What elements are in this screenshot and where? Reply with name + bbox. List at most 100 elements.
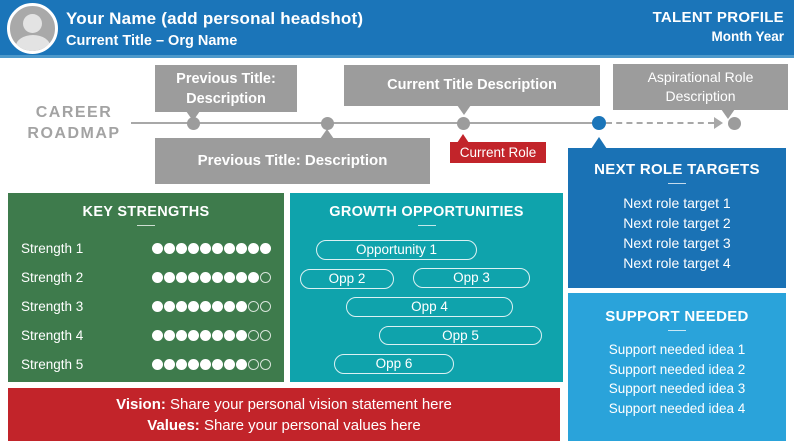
person-icon-shoulders bbox=[15, 35, 50, 51]
rating-dot-filled bbox=[236, 301, 247, 312]
timeline-dashed-line bbox=[606, 122, 714, 124]
rating-dot-filled bbox=[224, 243, 235, 254]
rating-dot-filled bbox=[200, 272, 211, 283]
rating-dot-filled bbox=[224, 272, 235, 283]
rating-dot-empty bbox=[260, 272, 271, 283]
roadmap-box-aspirational-role: Aspirational Role Description bbox=[613, 64, 788, 119]
rating-dot-empty bbox=[248, 301, 259, 312]
list-item: Next role target 4 bbox=[623, 255, 731, 271]
roadmap-box-current-title: Current Title Description bbox=[344, 65, 600, 115]
key-strengths-title: KEY STRENGTHS bbox=[82, 204, 210, 220]
opportunity-pill: Opp 2 bbox=[300, 269, 394, 289]
timeline-dot-current bbox=[457, 117, 470, 130]
support-needed-title: SUPPORT NEEDED bbox=[605, 308, 749, 325]
list-item: Next role target 3 bbox=[623, 235, 731, 251]
list-item: Support needed idea 2 bbox=[608, 361, 746, 377]
header-bar: Your Name (add personal headshot) Curren… bbox=[0, 0, 794, 58]
rating-dot-filled bbox=[224, 301, 235, 312]
rating-dot-filled bbox=[176, 301, 187, 312]
vision-values-bar: Vision: Share your personal vision state… bbox=[8, 388, 560, 441]
timeline-dot-2 bbox=[321, 117, 334, 130]
timeline-arrow-icon bbox=[714, 117, 723, 129]
next-role-list: Next role target 1 Next role target 2 Next… bbox=[568, 193, 786, 273]
pointer-up bbox=[591, 137, 607, 149]
roadmap-box-previous-title-bottom: Previous Title: Description bbox=[155, 129, 430, 184]
timeline-line bbox=[131, 122, 599, 124]
rating-dot-empty bbox=[248, 330, 259, 341]
timeline-dot-aspirational bbox=[728, 117, 741, 130]
timeline-dot-next bbox=[592, 116, 606, 130]
rating-dot-filled bbox=[212, 330, 223, 341]
pointer-down bbox=[457, 105, 471, 115]
opportunity-pill: Opp 4 bbox=[346, 297, 513, 317]
rating-dot-filled bbox=[224, 330, 235, 341]
pointer-up bbox=[457, 134, 469, 143]
rating-dot-filled bbox=[164, 243, 175, 254]
rating-dot-filled bbox=[212, 243, 223, 254]
rating-dot-filled bbox=[200, 330, 211, 341]
rating-dot-filled bbox=[248, 243, 259, 254]
avatar bbox=[7, 3, 58, 54]
vision-line: Vision: Share your personal vision state… bbox=[116, 396, 452, 413]
title-underline bbox=[137, 225, 155, 226]
next-role-targets-title: NEXT ROLE TARGETS bbox=[594, 161, 760, 178]
title-underline bbox=[668, 330, 686, 331]
strength-label: Strength 2 bbox=[21, 270, 84, 285]
title-underline bbox=[668, 183, 686, 184]
rating-dot-filled bbox=[152, 330, 163, 341]
profile-title-org: Current Title – Org Name bbox=[66, 33, 238, 49]
growth-opportunities-title: GROWTH OPPORTUNITIES bbox=[329, 204, 524, 220]
list-item: Next role target 2 bbox=[623, 215, 731, 231]
rating-dot-filled bbox=[152, 301, 163, 312]
strength-label: Strength 3 bbox=[21, 299, 84, 314]
rating-dot-filled bbox=[248, 272, 259, 283]
strength-row: Strength 5 bbox=[21, 350, 271, 379]
current-role-tag: Current Role bbox=[450, 134, 546, 163]
title-underline bbox=[417, 225, 436, 226]
rating-dot-empty bbox=[260, 359, 271, 370]
rating-dot-filled bbox=[164, 359, 175, 370]
list-item: Support needed idea 3 bbox=[608, 381, 746, 396]
rating-dot-filled bbox=[236, 243, 247, 254]
opportunity-pill: Opp 5 bbox=[379, 326, 542, 345]
rating-dot-filled bbox=[176, 359, 187, 370]
rating-dot-filled bbox=[188, 359, 199, 370]
growth-opportunities-panel: GROWTH OPPORTUNITIES Opportunity 1 Opp 2 O… bbox=[290, 193, 563, 382]
strengths-rows: Strength 1 Strength 2 Strength 3 Strength 4… bbox=[8, 226, 284, 379]
list-item: Next role target 1 bbox=[623, 195, 731, 211]
rating-dot-filled bbox=[176, 243, 187, 254]
roadmap-box-previous-title-top: Previous Title: Description bbox=[155, 65, 297, 121]
strength-rating-dots bbox=[151, 330, 271, 341]
strength-rating-dots bbox=[151, 301, 271, 312]
opportunity-pill: Opp 3 bbox=[413, 268, 530, 288]
rating-dot-empty bbox=[260, 301, 271, 312]
rating-dot-filled bbox=[164, 272, 175, 283]
rating-dot-filled bbox=[188, 301, 199, 312]
rating-dot-filled bbox=[260, 243, 271, 254]
strength-row: Strength 4 bbox=[21, 321, 271, 350]
rating-dot-filled bbox=[176, 272, 187, 283]
rating-dot-filled bbox=[200, 359, 211, 370]
rating-dot-filled bbox=[200, 243, 211, 254]
pointer-down bbox=[186, 111, 200, 121]
rating-dot-empty bbox=[248, 359, 259, 370]
strength-rating-dots bbox=[151, 243, 271, 254]
list-item: Support needed idea 4 bbox=[608, 400, 746, 416]
opportunity-pill: Opp 6 bbox=[334, 354, 454, 374]
rating-dot-filled bbox=[188, 272, 199, 283]
rating-dot-filled bbox=[236, 272, 247, 283]
rating-dot-filled bbox=[188, 330, 199, 341]
strength-row: Strength 2 bbox=[21, 263, 271, 292]
opportunity-pill: Opportunity 1 bbox=[316, 240, 477, 260]
rating-dot-empty bbox=[260, 330, 271, 341]
rating-dot-filled bbox=[212, 359, 223, 370]
rating-dot-filled bbox=[164, 301, 175, 312]
strength-label: Strength 4 bbox=[21, 328, 84, 343]
profile-name: Your Name (add personal headshot) bbox=[66, 9, 364, 28]
strength-row: Strength 3 bbox=[21, 292, 271, 321]
strength-label: Strength 1 bbox=[21, 241, 84, 256]
talent-profile-label: TALENT PROFILE bbox=[652, 9, 784, 26]
